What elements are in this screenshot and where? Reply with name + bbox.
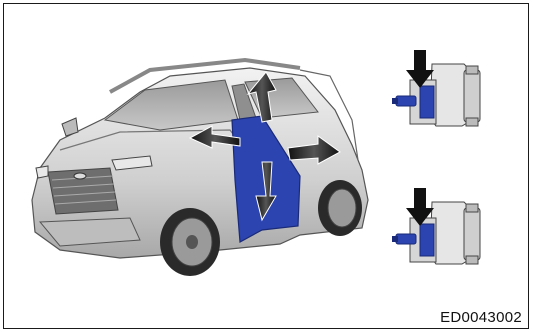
- figure-code: ED0043002: [440, 309, 522, 326]
- suv-car: [32, 60, 368, 276]
- lower-hinge-detail: [392, 188, 480, 264]
- upper-hinge-detail: [392, 50, 480, 126]
